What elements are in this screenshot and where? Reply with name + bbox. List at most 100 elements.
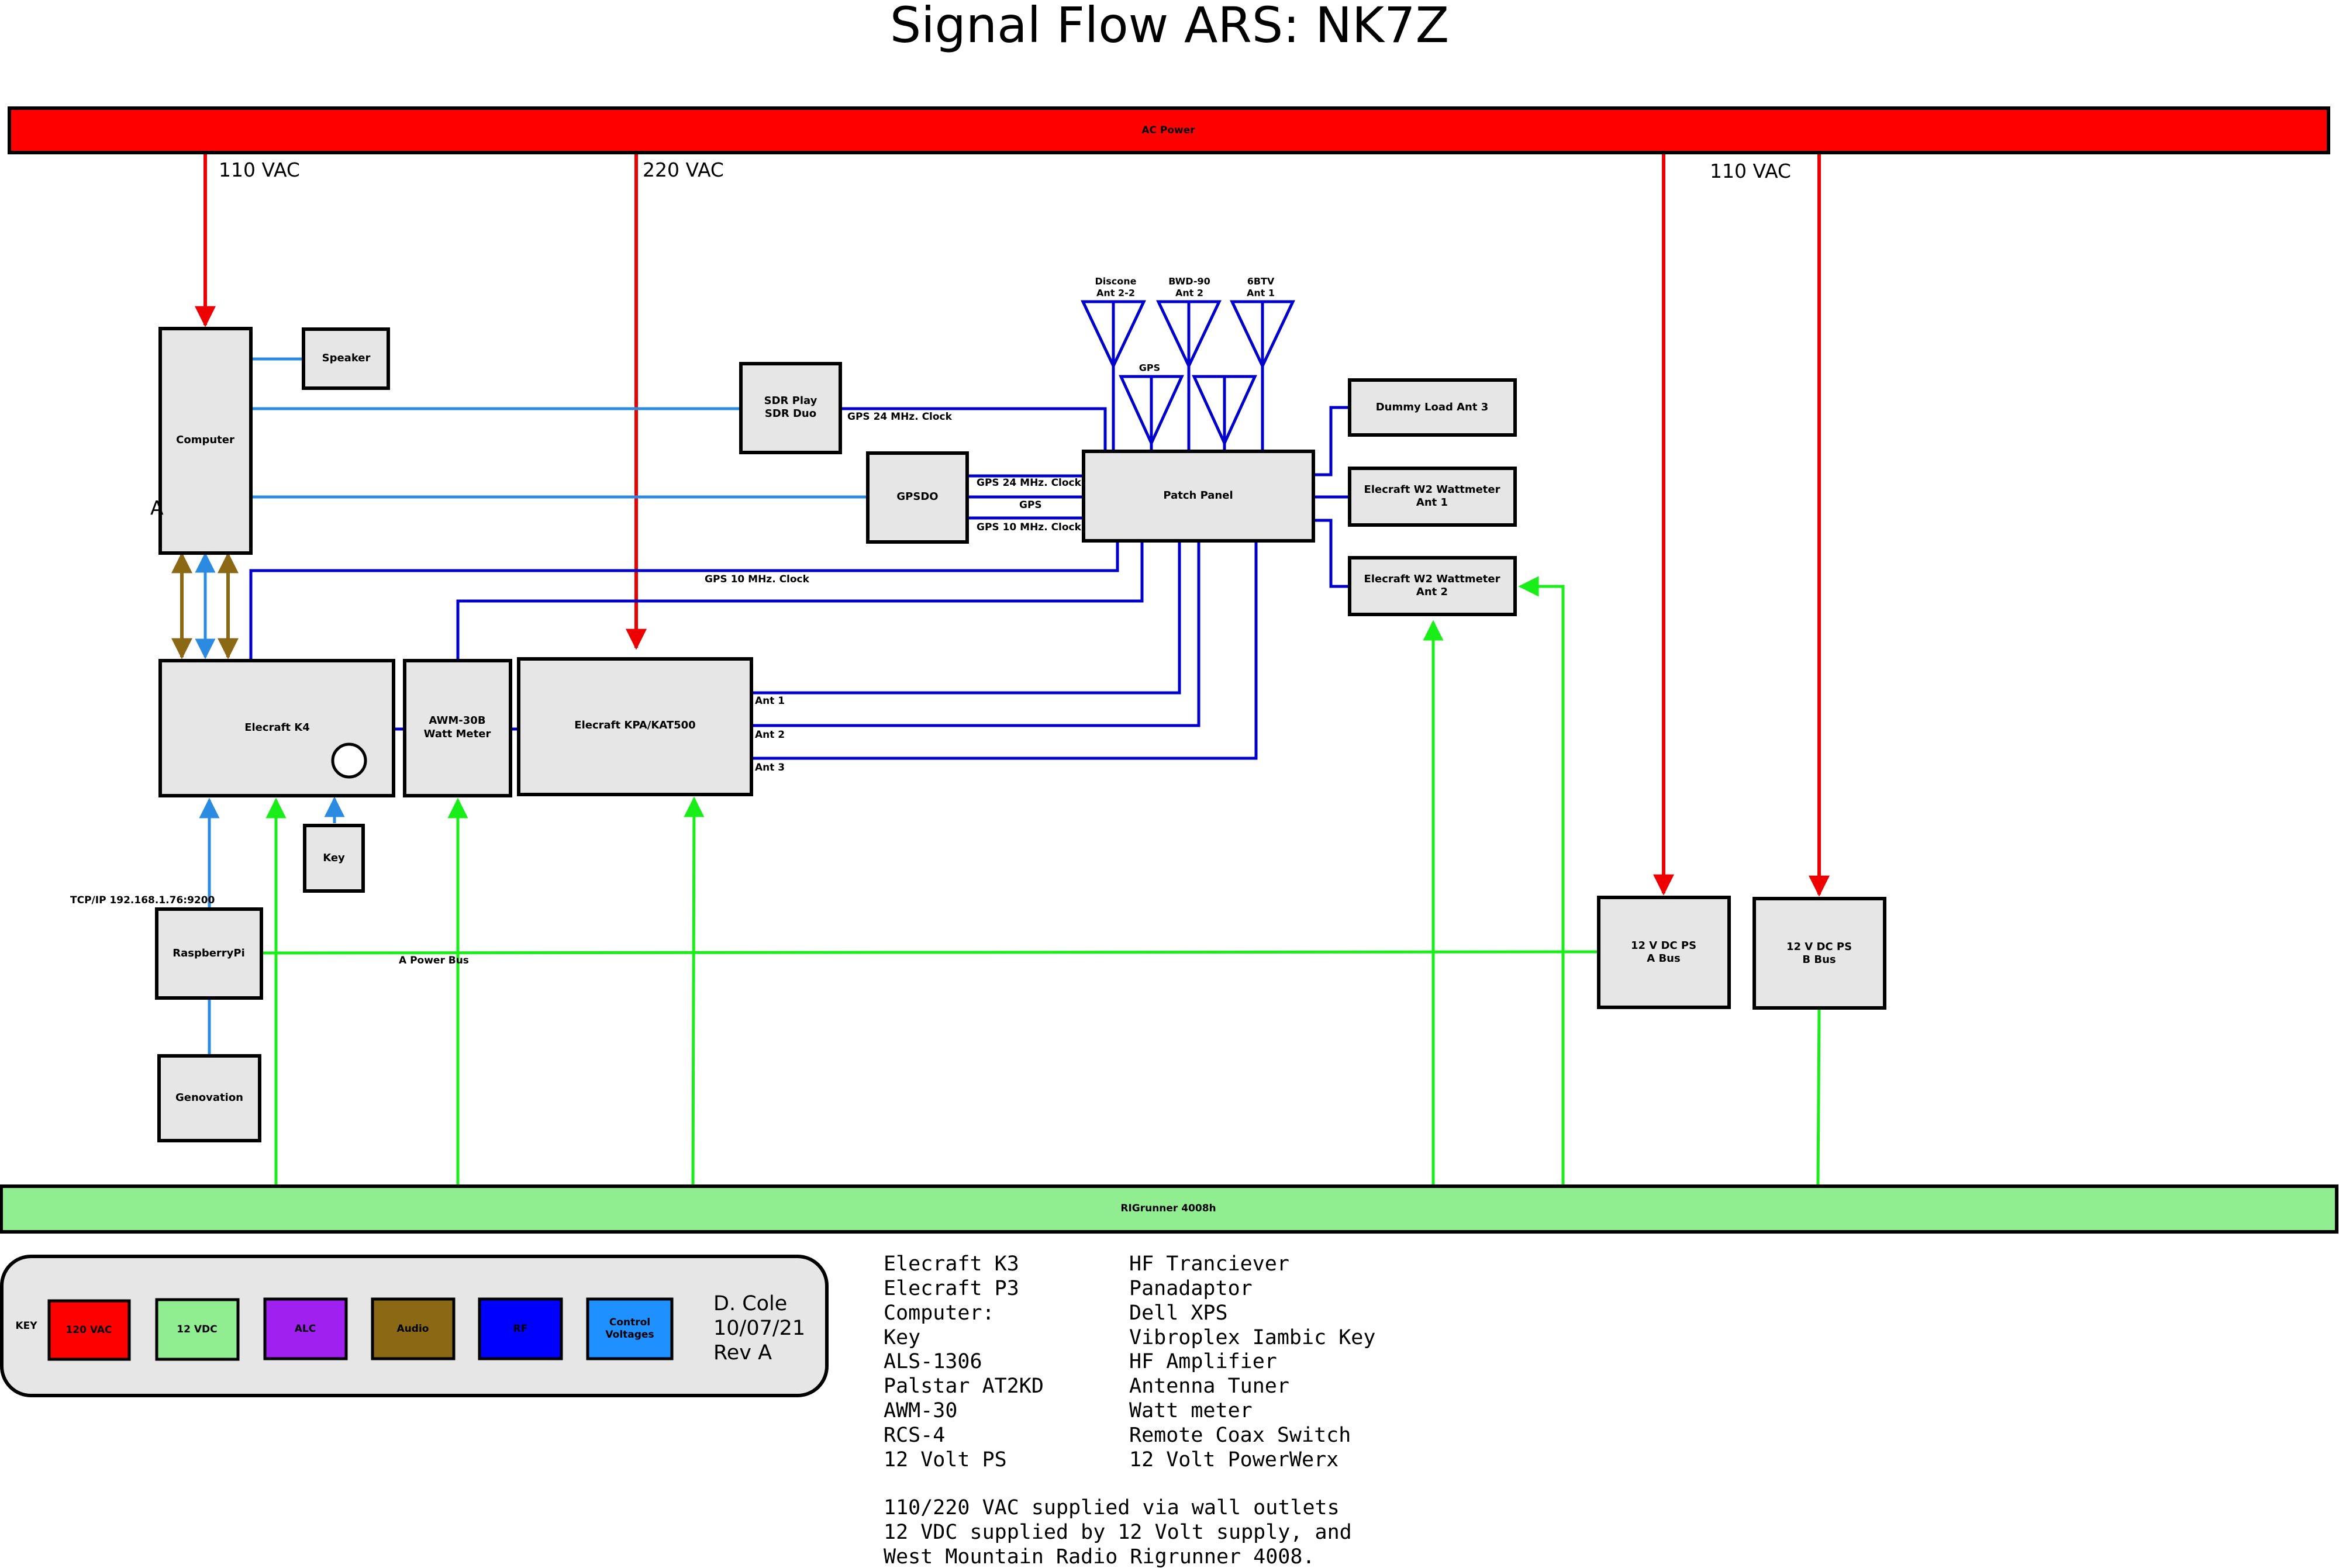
voltage-110-left: 110 VAC [219, 158, 300, 181]
equipment-desc: Panadaptor [1129, 1277, 1253, 1300]
dummy-load-box [1348, 378, 1517, 437]
key-legend-title: KEY [15, 1320, 37, 1332]
rf-kpa-ant2 [753, 541, 1200, 727]
sdr-play-label-2: SDR Duo [765, 407, 816, 420]
sdr-play-box [739, 362, 842, 454]
w2-ant1-box [1348, 467, 1517, 527]
raspberry-label: RaspberryPi [173, 947, 245, 959]
edge-a-power-bus: A Power Bus [399, 955, 469, 966]
kpa-label: Elecraft KPA/KAT500 [574, 719, 695, 731]
computer-box [158, 327, 253, 555]
legend-label-120vac: 120 VAC [65, 1324, 112, 1336]
legend-label-alc: ALC [295, 1323, 316, 1335]
gpsdo-label: GPSDO [896, 491, 938, 503]
note-line: West Mountain Radio Rigrunner 4008. [884, 1545, 1315, 1568]
w2-ant1-label-1: Elecraft W2 Wattmeter [1364, 483, 1500, 496]
w2-ant2-label-2: Ant 2 [1416, 586, 1448, 598]
speaker-box [302, 327, 390, 390]
sdr-play-label-1: SDR Play [764, 395, 817, 407]
speaker-label: Speaker [322, 352, 371, 364]
legend-label-audio: Audio [397, 1323, 429, 1335]
ac-power-bus-label: AC Power [1141, 125, 1195, 136]
rf-patch-dummy [1314, 406, 1350, 476]
equipment-name: ALS-1306 [884, 1350, 982, 1373]
voltage-220: 220 VAC [643, 158, 724, 181]
discone-label-2: Ant 2-2 [1096, 288, 1135, 299]
awm-label-2: Watt Meter [424, 728, 491, 740]
gps-antenna-icon [1119, 375, 1184, 447]
legend-swatch-control [586, 1297, 674, 1360]
legend-label-rf: RF [513, 1323, 528, 1335]
equipment-list: Elecraft K3 HF Tranciever Elecraft P3 Pa… [884, 1252, 1375, 1472]
6btv-label-2: Ant 1 [1247, 288, 1275, 299]
equipment-name: AWM-30 [884, 1399, 957, 1422]
gpsdo-box [866, 451, 969, 544]
dc-ps-b-rigrunner [1816, 1007, 1821, 1185]
rf-kpa-ant3 [753, 541, 1258, 760]
ps-a-label-1: 12 V DC PS [1631, 940, 1696, 952]
edge-tcpip: TCP/IP 192.168.1.76:9200 [70, 894, 215, 906]
legend-author: D. Cole [713, 1292, 787, 1315]
awm-label-1: AWM-30B [429, 714, 485, 727]
stray-a-label: A [150, 496, 164, 519]
rigrunner-bus [0, 1184, 2338, 1234]
rf-patch-awm [456, 541, 1144, 661]
genovation-label: Genovation [175, 1092, 243, 1104]
dummy-load-label: Dummy Load Ant 3 [1376, 401, 1489, 413]
bwd90-label-2: Ant 2 [1175, 288, 1203, 299]
equipment-name: Elecraft P3 [884, 1277, 1019, 1300]
rigrunner-bus-label: RIGrunner 4008h [1120, 1203, 1216, 1214]
legend-label-12vdc: 12 VDC [177, 1324, 217, 1335]
legend-swatch-12vdc [155, 1298, 240, 1361]
edge-gps24-sdr: GPS 24 MHz. Clock [847, 411, 953, 423]
dc-rigrunner-w2-ant2-b [1518, 576, 1565, 1184]
equipment-name: Key [884, 1326, 920, 1349]
equipment-desc: Vibroplex Iambic Key [1129, 1326, 1375, 1349]
equipment-desc: HF Amplifier [1129, 1350, 1277, 1373]
legend-label-control-2: Voltages [605, 1329, 654, 1341]
edge-gps10-k4: GPS 10 MHz. Clock [705, 574, 810, 585]
w2-ant2-label-1: Elecraft W2 Wattmeter [1364, 573, 1500, 585]
equipment-desc: Remote Coax Switch [1129, 1424, 1351, 1447]
ps-b-box [1752, 897, 1886, 1010]
equipment-desc: Dell XPS [1129, 1301, 1228, 1325]
rf-kpa-ant1 [753, 541, 1181, 695]
equipment-desc: HF Tranciever [1129, 1252, 1289, 1276]
edge-ant1: Ant 1 [755, 695, 785, 707]
edge-gps: GPS [1019, 499, 1042, 511]
equipment-name: 12 Volt PS [884, 1448, 1007, 1472]
ac-power-bus [8, 106, 2330, 154]
edge-gps24-gpsdo: GPS 24 MHz. Clock [977, 477, 1082, 489]
rf-patch-k4-10mhz [249, 541, 1119, 661]
equipment-name: RCS-4 [884, 1424, 945, 1447]
edge-ant2: Ant 2 [755, 729, 785, 741]
6btv-label-1: 6BTV [1247, 276, 1275, 287]
6btv-icon [1230, 300, 1295, 369]
kpa-box [517, 657, 753, 796]
gps-antenna-2-icon [1192, 375, 1257, 447]
legend-rev: Rev A [713, 1341, 772, 1365]
equipment-desc: Watt meter [1129, 1399, 1253, 1422]
equipment-desc: Antenna Tuner [1129, 1374, 1289, 1398]
patch-panel-box [1082, 450, 1315, 543]
legend-swatch-rf [478, 1297, 563, 1360]
patch-panel-label: Patch Panel [1163, 489, 1233, 502]
edge-gps10-gpsdo: GPS 10 MHz. Clock [977, 521, 1082, 533]
genovation-box [157, 1054, 261, 1142]
legend-swatch-audio [371, 1297, 456, 1360]
dc-ps-a-rpi [262, 950, 1599, 955]
k4-vfo-knob-icon [331, 742, 367, 779]
legend-label-control-1: Control [609, 1317, 650, 1328]
discone-label-1: Discone [1095, 276, 1136, 287]
dc-rigrunner-kpa [684, 796, 705, 1185]
w2-ant2-box [1348, 556, 1517, 616]
voltage-110-right: 110 VAC [1710, 160, 1791, 182]
note-line: 110/220 VAC supplied via wall outlets [884, 1496, 1340, 1519]
equipment-desc: 12 Volt PowerWerx [1129, 1448, 1338, 1472]
ps-b-label-2: B Bus [1802, 954, 1836, 966]
awm-box [403, 659, 512, 797]
key-label: Key [323, 852, 345, 864]
diagram-title: Signal Flow ARS: NK7Z [890, 0, 1449, 54]
w2-ant1-label-2: Ant 1 [1416, 496, 1448, 509]
